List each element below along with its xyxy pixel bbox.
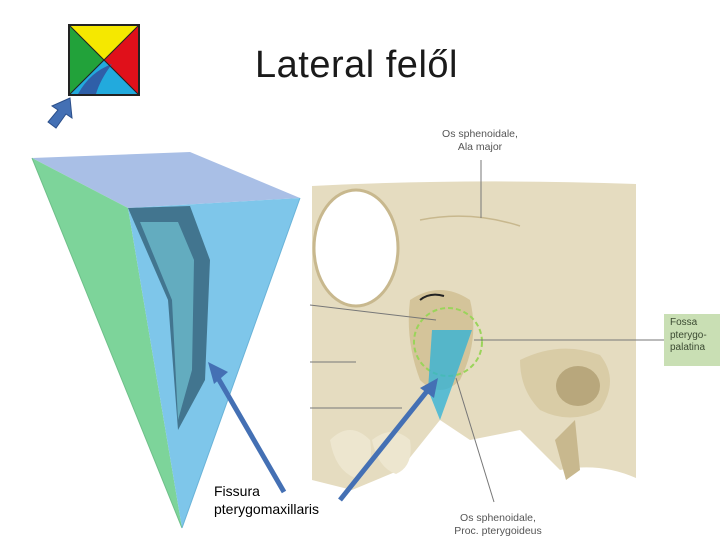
label-fissura-line1: Fissura [214, 483, 260, 499]
label-fossa-line2: pterygo- [670, 329, 707, 341]
label-fissura: Fissura pterygomaxillaris [214, 482, 319, 518]
orientation-square-icon [68, 24, 140, 96]
leader-lines [309, 160, 664, 503]
label-fossa-line1: Fossa [670, 317, 698, 328]
pyramid-model [31, 152, 301, 529]
page-title: Lateral felől [255, 44, 458, 86]
arrow-icon [208, 362, 438, 502]
label-ala-major-line1: Os sphenoidale, [442, 128, 518, 140]
label-fossa-line3: palatina [670, 342, 706, 353]
orientation-arrow-icon [47, 97, 73, 129]
label-ala-major: Os sphenoidale, Ala major [425, 128, 535, 154]
label-fissura-line2: pterygomaxillaris [214, 501, 320, 517]
label-proc-line2: Proc. pterygoideus [454, 525, 542, 537]
fossa-highlight [413, 307, 483, 420]
label-proc-pterygoideus: Os sphenoidale, Proc. pterygoideus [438, 512, 558, 538]
label-proc-line1: Os sphenoidale, [460, 512, 536, 524]
label-fossa-box: Fossa pterygo- palatina [664, 314, 720, 366]
label-ala-major-line2: Ala major [457, 141, 503, 153]
skull-illustration [312, 181, 636, 490]
